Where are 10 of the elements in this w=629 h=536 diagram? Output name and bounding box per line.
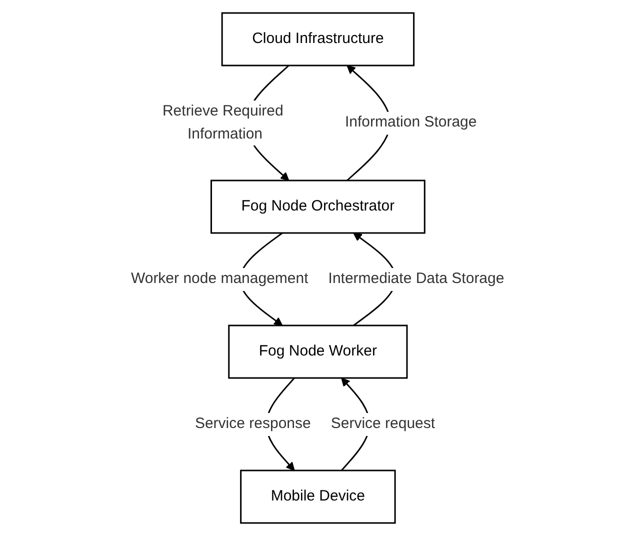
node-box: Cloud Infrastructure	[221, 12, 414, 66]
node-box: Fog Node Worker	[228, 324, 408, 379]
edge-label: Information Storage	[344, 114, 477, 131]
edge-label: Service response	[194, 414, 311, 432]
edge-label: Intermediate Data Storage	[328, 270, 504, 287]
node-box: Fog Node Orchestrator	[210, 180, 426, 234]
edge-label: Worker node management	[130, 270, 308, 287]
edge-label: Retrieve Required Information	[162, 102, 284, 142]
edge-label: Service request	[330, 414, 435, 432]
node-box: Mobile Device	[240, 470, 396, 524]
